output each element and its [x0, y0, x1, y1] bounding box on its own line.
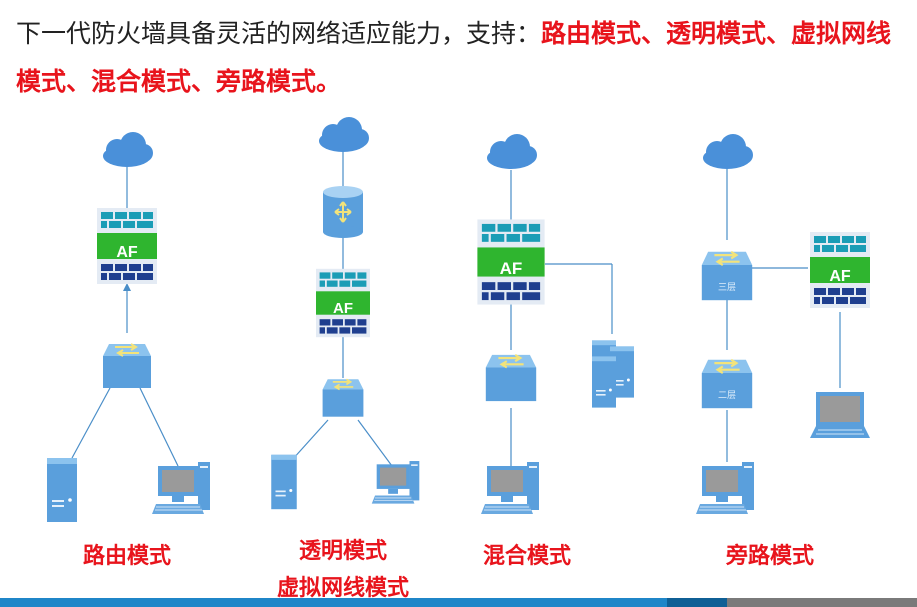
firewall-label: AF: [116, 244, 138, 261]
cloud-icon: [319, 117, 369, 152]
headline-intro: 下一代防火墙具备灵活的网络适应能力，支持：: [16, 19, 542, 48]
server-icon: [592, 356, 616, 408]
cloud-icon: [103, 132, 153, 167]
footer-bar-segment: [667, 598, 727, 607]
link-switch-pc: [357, 419, 393, 467]
arrow-head-icon: [123, 283, 131, 291]
pc-icon: [695, 461, 755, 515]
mode-hybrid: AF: [477, 134, 634, 515]
mode-label-bypass: 旁路模式: [725, 544, 814, 569]
server-icon: [271, 454, 297, 510]
laptop-icon: [809, 391, 871, 439]
firewall-label: AF: [333, 300, 353, 317]
router-icon: [322, 185, 364, 239]
mode-routing: AF: [47, 132, 211, 522]
cloud-icon: [487, 134, 537, 169]
mode-transparent: AF: [271, 117, 420, 510]
mode-label-virtual-wire: 虚拟网线模式: [276, 576, 409, 601]
pc-icon: [371, 460, 420, 505]
footer-bar-segment: [727, 598, 917, 607]
footer-bar: [0, 598, 917, 607]
switch-icon: [484, 353, 538, 403]
link-switch-server: [71, 387, 111, 459]
switch-l3-label: 三层: [718, 282, 736, 293]
server-icon: [47, 458, 77, 522]
headline-modes: 路由模式、透明模式、虚拟网线模式、混合模式、旁路模式。: [16, 19, 892, 96]
cloud-icon: [703, 134, 753, 169]
firewall-label: AF: [829, 268, 851, 285]
mode-bypass: 三层 AF 二层: [695, 134, 871, 515]
pc-icon: [151, 461, 211, 515]
switch-icon: [102, 343, 152, 389]
firewall-label: AF: [500, 259, 523, 278]
link-switch-server: [291, 419, 329, 461]
mode-label-transparent: 透明模式: [298, 539, 387, 564]
link-switch-pc: [139, 387, 179, 467]
headline: 下一代防火墙具备灵活的网络适应能力，支持：路由模式、透明模式、虚拟网线模式、混合…: [16, 10, 911, 106]
mode-label-routing: 路由模式: [82, 544, 171, 569]
mode-label-hybrid: 混合模式: [482, 544, 571, 569]
pc-icon: [480, 461, 540, 515]
switch-l2-label: 二层: [718, 390, 736, 401]
switch-icon: [321, 378, 365, 418]
